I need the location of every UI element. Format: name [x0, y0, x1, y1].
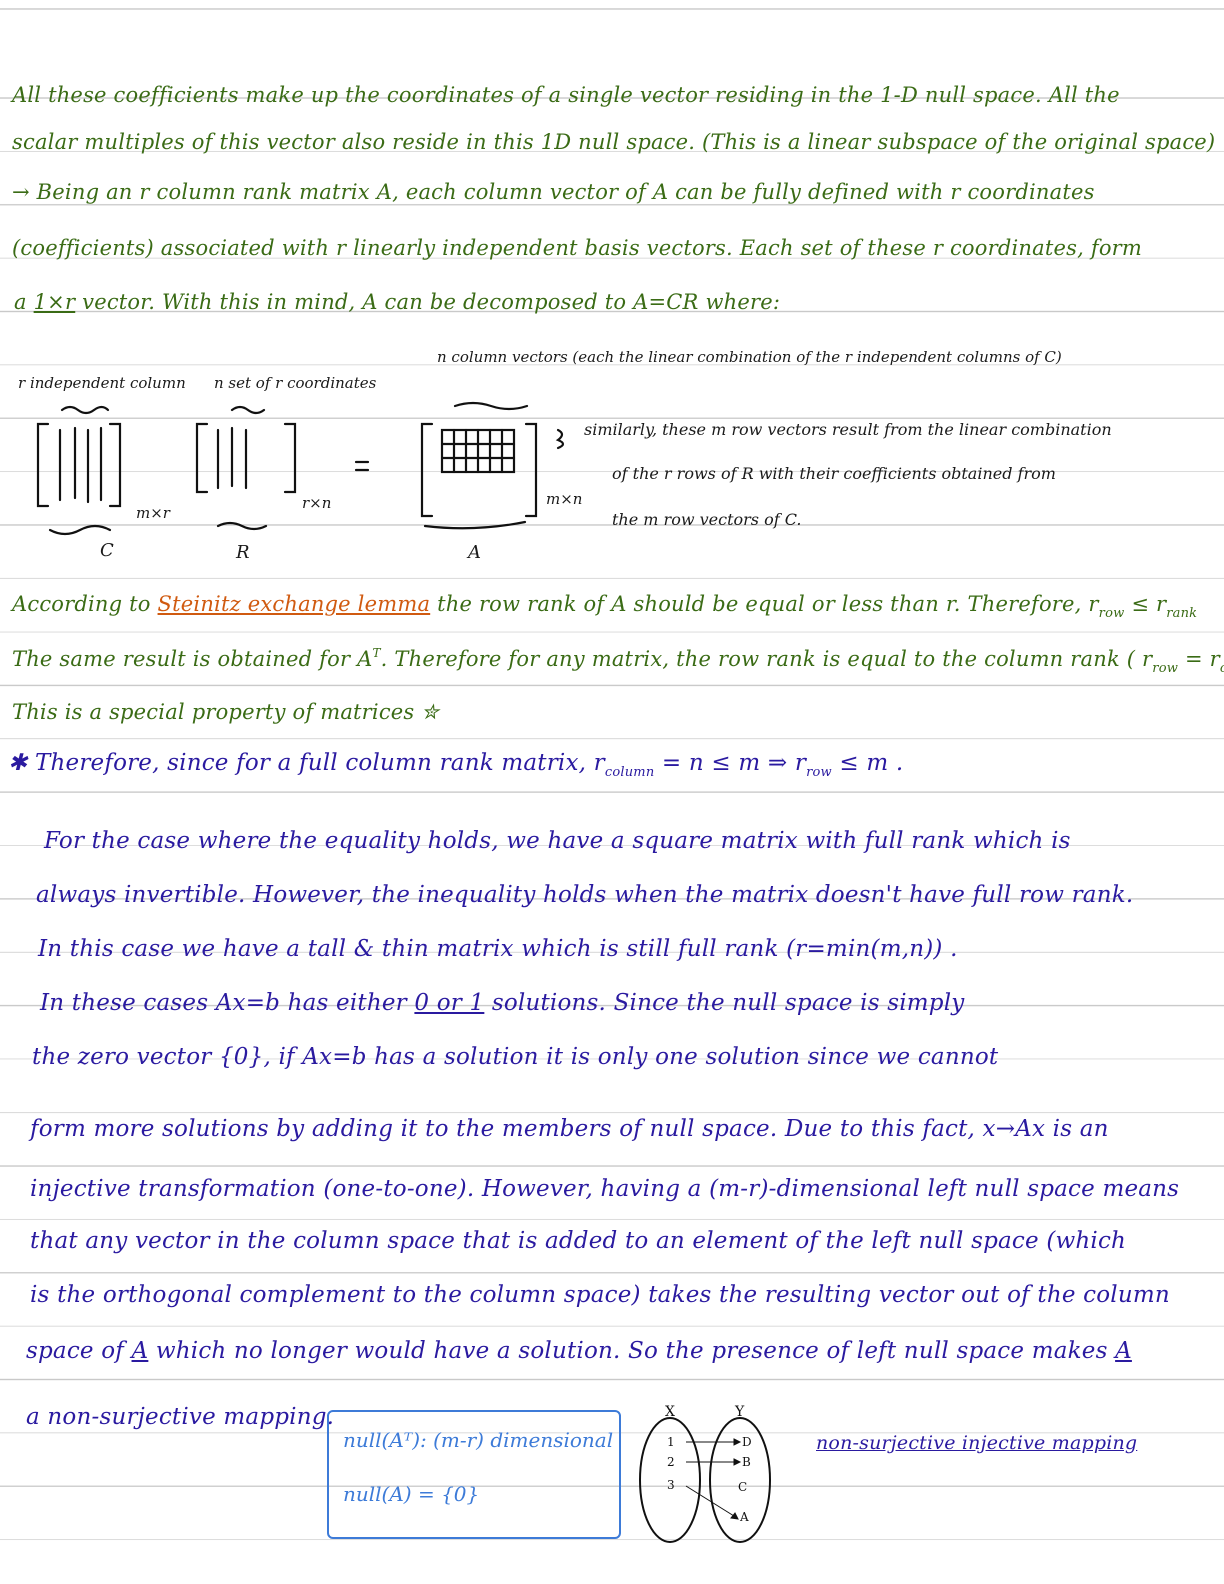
p3l5-underlined: 0 or 1	[414, 990, 485, 1016]
paragraph3-line6: the zero vector {0}, if Ax=b has a solut…	[32, 1044, 999, 1070]
matrix-name-c: C	[100, 540, 114, 561]
mapping-diagram	[639, 1417, 771, 1543]
dim-c: m×r	[136, 504, 170, 522]
null-space-box: null(Aᵀ): (m-r) dimensional null(A) = {0…	[327, 1410, 621, 1539]
p3l11-underlined-a2: A	[1115, 1338, 1132, 1364]
paragraph3-line11: space of A which no longer would have a …	[26, 1338, 1132, 1364]
label-independent-column: r independent column	[18, 374, 186, 392]
y-item-b: B	[742, 1455, 751, 1469]
p3l1-mid: = n ≤ m ⇒ r	[654, 750, 807, 776]
line5-post: vector. With this in mind, A can be deco…	[82, 290, 781, 314]
paragraph1-line4: (coefficients) associated with r linearl…	[12, 236, 1143, 260]
box-line1: null(Aᵀ): (m-r) dimensional	[343, 1428, 614, 1452]
side-note-line2: of the r rows of R with their coefficien…	[612, 464, 1056, 483]
x-item-2: 2	[667, 1455, 675, 1469]
paragraph3-line2: For the case where the equality holds, w…	[44, 828, 1071, 854]
paragraph3-line10: is the orthogonal complement to the colu…	[30, 1282, 1170, 1308]
set-y-label: Y	[735, 1404, 745, 1420]
dim-a: m×n	[546, 490, 583, 508]
matrix-name-a: A	[468, 542, 481, 563]
dim-r: r×n	[302, 494, 332, 512]
paragraph2-line3: This is a special property of matrices ✮	[12, 700, 440, 724]
line5-pre: a	[14, 290, 27, 314]
p2l1-pre: According to	[12, 592, 151, 616]
paragraph1-line5: a 1×r vector. With this in mind, A can b…	[14, 290, 780, 314]
paragraph2-line2: The same result is obtained for AT. Ther…	[12, 646, 1224, 676]
p3l11-mid: which no longer would have a solution. S…	[155, 1338, 1108, 1364]
paragraph3-line9: that any vector in the column space that…	[30, 1228, 1127, 1254]
line5-underlined: 1×r	[33, 290, 76, 314]
paragraph3-line4: In this case we have a tall & thin matri…	[38, 936, 958, 962]
x-item-1: 1	[667, 1435, 675, 1449]
paragraph3-line7: form more solutions by adding it to the …	[30, 1116, 1109, 1142]
label-column-vectors: n column vectors (each the linear combin…	[437, 348, 1062, 366]
p3l5-pre: In these cases Ax=b has either	[40, 990, 407, 1016]
x-item-3: 3	[667, 1478, 675, 1492]
paragraph3-line12: a non-surjective mapping.	[26, 1404, 335, 1430]
paragraph3-line5: In these cases Ax=b has either 0 or 1 so…	[40, 990, 964, 1016]
matrix-sketch	[36, 401, 565, 536]
paragraph3-line1: ✱ Therefore, since for a full column ran…	[8, 750, 903, 780]
paragraph1-line3: → Being an r column rank matrix A, each …	[12, 180, 1095, 204]
p2l2-post: . Therefore for any matrix, the row rank…	[380, 647, 1153, 671]
paragraph3-line8: injective transformation (one-to-one). H…	[30, 1176, 1180, 1202]
p3l1-pre: ✱ Therefore, since for a full column ran…	[8, 750, 605, 776]
side-note-line1: similarly, these m row vectors result fr…	[584, 420, 1112, 439]
paragraph3-line3: always invertible. However, the inequali…	[36, 882, 1134, 908]
sub-rank: rank	[1166, 606, 1198, 621]
paragraph1-line1: All these coefficients make up the coord…	[12, 83, 1120, 107]
y-item-c: C	[738, 1480, 748, 1494]
matrix-name-r: R	[236, 542, 250, 563]
y-item-d: D	[742, 1435, 752, 1449]
sub-row: row	[1098, 606, 1125, 621]
paragraph2-line1: According to Steinitz exchange lemma the…	[12, 592, 1197, 621]
p3l11-underlined-a: A	[131, 1338, 149, 1364]
p3l1-post: ≤ m .	[831, 750, 904, 776]
label-coordinate-sets: n set of r coordinates	[214, 374, 377, 392]
paragraph1-line2: scalar multiples of this vector also res…	[12, 130, 1216, 154]
p2l1-post: the row rank of A should be equal or les…	[437, 592, 1099, 616]
p2l2-pre: The same result is obtained for A	[12, 647, 373, 671]
p3l5-post: solutions. Since the null space is simpl…	[491, 990, 965, 1016]
mapping-caption: non-surjective injective mapping	[816, 1432, 1138, 1454]
set-x-label: X	[665, 1404, 675, 1420]
box-line2: null(A) = {0}	[343, 1482, 480, 1506]
steinitz-lemma-link: Steinitz exchange lemma	[157, 592, 431, 616]
side-note-line3: the m row vectors of C.	[612, 510, 802, 529]
p2l2-eq: = r	[1178, 647, 1220, 671]
sub-row-2: row	[1152, 661, 1179, 676]
sub-row-3: row	[806, 765, 832, 780]
sup-t: T	[372, 646, 381, 660]
sub-column: column	[1220, 661, 1224, 676]
p3l11-pre: space of	[26, 1338, 125, 1364]
sub-column-2: column	[604, 765, 655, 780]
y-item-a: A	[740, 1510, 749, 1524]
p2l1-rel: ≤ r	[1124, 592, 1167, 616]
